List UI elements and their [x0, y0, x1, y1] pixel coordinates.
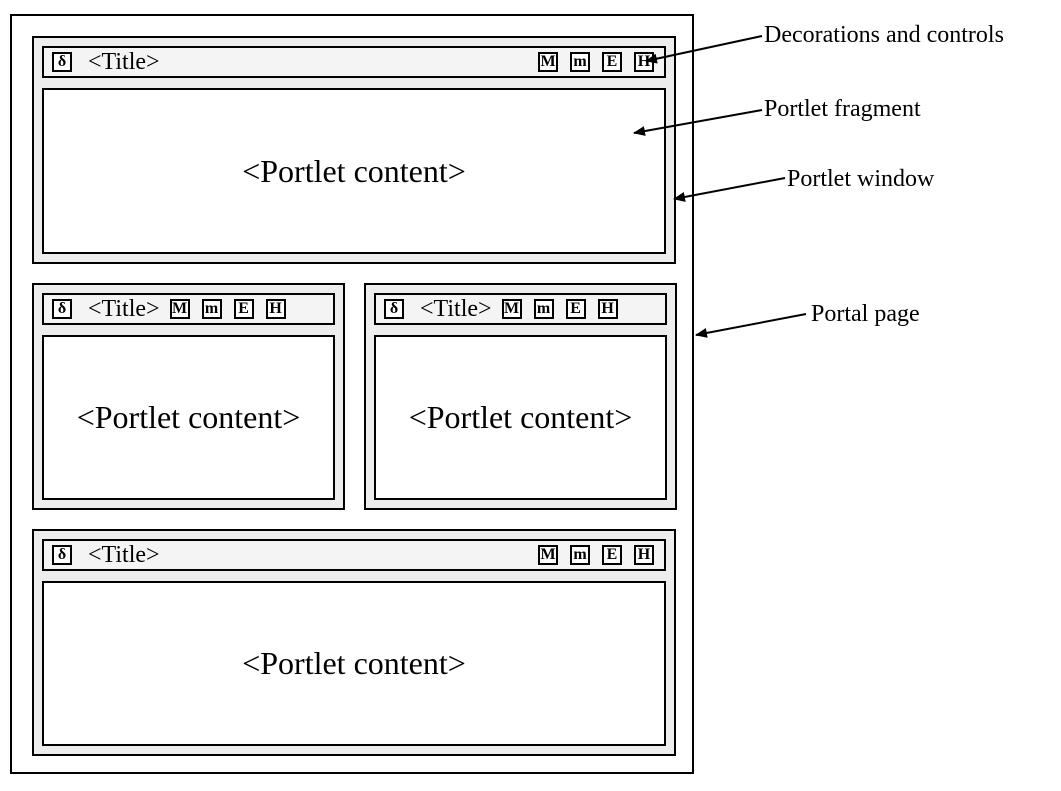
- window-controls: M m E H: [501, 299, 618, 319]
- portlet-window-middle-left: δ <Title> M m E H <Portlet content>: [32, 283, 345, 510]
- edit-button[interactable]: E: [233, 299, 254, 319]
- edit-button[interactable]: E: [565, 299, 586, 319]
- arrow-portal-page: [695, 313, 807, 338]
- portlet-title: <Title>: [88, 48, 160, 75]
- edit-button[interactable]: E: [602, 52, 622, 72]
- portlet-titlebar: δ <Title> M m E H: [42, 293, 335, 325]
- minimize-button[interactable]: m: [570, 52, 590, 72]
- portlet-titlebar: δ <Title> M m E H: [42, 46, 666, 78]
- portlet-title: <Title>: [420, 295, 492, 322]
- minimize-button[interactable]: m: [533, 299, 554, 319]
- callout-portal-page: Portal page: [811, 301, 920, 327]
- callout-portlet-fragment: Portlet fragment: [764, 96, 921, 122]
- portlet-content-text: <Portlet content>: [408, 399, 633, 435]
- edit-button[interactable]: E: [602, 545, 622, 565]
- delta-menu-icon[interactable]: δ: [52, 545, 72, 565]
- minimize-button[interactable]: m: [201, 299, 222, 319]
- portlet-fragment: <Portlet content>: [374, 335, 667, 500]
- portlet-window-middle-right: δ <Title> M m E H <Portlet content>: [364, 283, 677, 510]
- maximize-button[interactable]: M: [501, 299, 522, 319]
- arrow-fragment: [633, 109, 763, 136]
- minimize-button[interactable]: m: [570, 545, 590, 565]
- portlet-content-text: <Portlet content>: [76, 399, 301, 435]
- callout-decorations-and-controls: Decorations and controls: [764, 22, 1004, 48]
- help-button[interactable]: H: [597, 299, 618, 319]
- portlet-titlebar: δ <Title> M m E H: [374, 293, 667, 325]
- help-button[interactable]: H: [265, 299, 286, 319]
- maximize-button[interactable]: M: [538, 52, 558, 72]
- portal-page: δ <Title> M m E H <Portlet content> δ <T…: [10, 14, 694, 774]
- arrow-window: [673, 177, 786, 202]
- portlet-fragment: <Portlet content>: [42, 335, 335, 500]
- maximize-button[interactable]: M: [538, 545, 558, 565]
- callout-portlet-window: Portlet window: [787, 166, 935, 192]
- portlet-titlebar: δ <Title> M m E H: [42, 539, 666, 571]
- delta-menu-icon[interactable]: δ: [384, 299, 404, 319]
- portlet-fragment: <Portlet content>: [42, 581, 666, 746]
- portlet-title: <Title>: [88, 295, 160, 322]
- portlet-window-top: δ <Title> M m E H <Portlet content>: [32, 36, 676, 264]
- arrow-decorations: [645, 35, 763, 64]
- delta-menu-icon[interactable]: δ: [52, 52, 72, 72]
- portlet-content-text: <Portlet content>: [242, 645, 466, 681]
- window-controls: M m E H: [538, 52, 654, 72]
- delta-menu-icon[interactable]: δ: [52, 299, 72, 319]
- portlet-content-text: <Portlet content>: [242, 152, 466, 189]
- window-controls: M m E H: [538, 545, 654, 565]
- help-button[interactable]: H: [634, 545, 654, 565]
- portlet-fragment: <Portlet content>: [42, 88, 666, 254]
- window-controls: M m E H: [169, 299, 286, 319]
- portlet-window-bottom: δ <Title> M m E H <Portlet content>: [32, 529, 676, 756]
- maximize-button[interactable]: M: [169, 299, 190, 319]
- portlet-title: <Title>: [88, 541, 160, 568]
